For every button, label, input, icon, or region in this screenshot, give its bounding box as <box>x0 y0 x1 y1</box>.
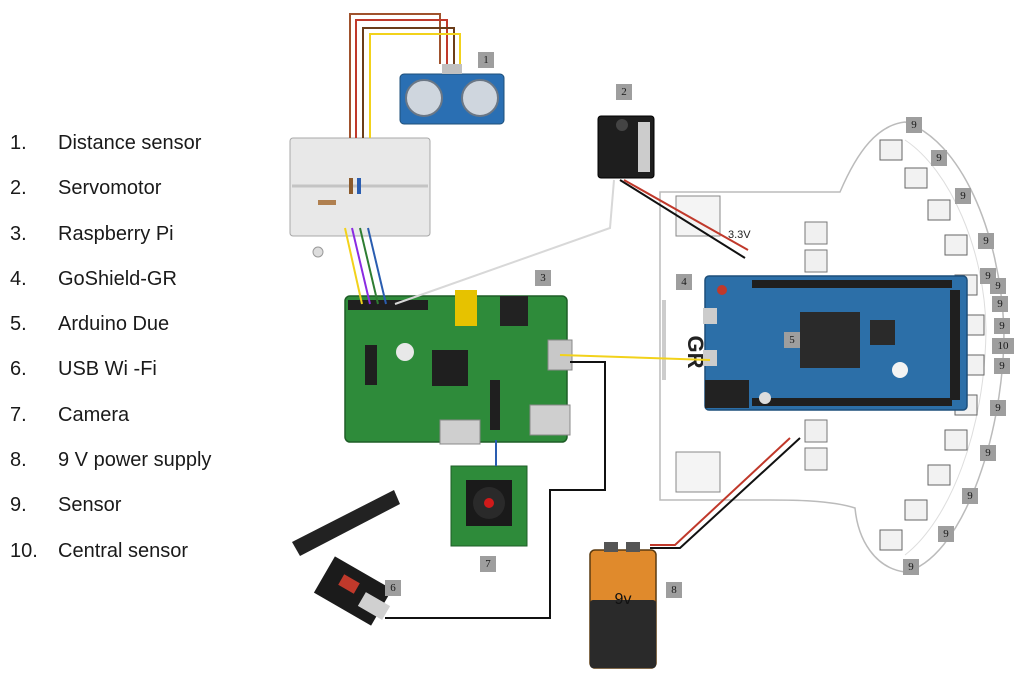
svg-text:7: 7 <box>485 558 491 570</box>
servomotor <box>597 115 655 179</box>
callout-tag: 9 <box>994 318 1010 334</box>
callout-tag: 8 <box>666 582 682 598</box>
svg-text:9: 9 <box>983 235 989 247</box>
svg-text:2: 2 <box>621 86 627 98</box>
usb-wifi-dongle <box>292 490 400 626</box>
legend-label: USB Wi -Fi <box>58 358 157 381</box>
svg-text:4: 4 <box>681 276 687 288</box>
battery-label: 9v <box>615 591 632 608</box>
legend-number: 6. <box>10 358 27 381</box>
legend-number: 9. <box>10 494 27 517</box>
legend-number: 7. <box>10 403 27 426</box>
legend-item: 9. Sensor <box>10 490 250 535</box>
svg-text:9: 9 <box>999 360 1005 372</box>
callout-tag: 3 <box>535 270 551 286</box>
legend-item: 7. Camera <box>10 400 250 445</box>
svg-text:9: 9 <box>999 320 1005 332</box>
svg-text:9: 9 <box>908 561 914 573</box>
breadboard <box>289 137 431 258</box>
legend-label: GoShield-GR <box>58 267 177 290</box>
legend-item: 8. 9 V power supply <box>10 445 250 490</box>
svg-text:9: 9 <box>995 402 1001 414</box>
callout-tag: 9 <box>962 488 978 504</box>
battery-9v: 9v <box>589 542 657 669</box>
legend-label: Central sensor <box>58 539 189 562</box>
svg-text:3: 3 <box>540 272 546 284</box>
callout-tag: 9 <box>931 150 947 166</box>
legend-item: 4. GoShield-GR <box>10 264 250 309</box>
raspberry-pi-board <box>344 290 573 445</box>
legend-label: Arduino Due <box>58 313 170 336</box>
svg-text:9: 9 <box>995 280 1001 292</box>
legend-number: 8. <box>10 449 27 472</box>
legend-label: Distance sensor <box>58 132 202 154</box>
legend-label: Sensor <box>58 494 122 517</box>
camera-module <box>450 465 528 547</box>
legend-item: 10. Central sensor <box>10 536 250 581</box>
callout-tag: 5 <box>784 332 800 348</box>
callout-tag: 9 <box>992 296 1008 312</box>
callout-tag: 1 <box>478 52 494 68</box>
svg-text:8: 8 <box>671 584 677 596</box>
svg-text:6: 6 <box>390 582 396 594</box>
callout-tag: 4 <box>676 274 692 290</box>
legend-label: Raspberry Pi <box>58 222 174 245</box>
callout-tag: 9 <box>903 559 919 575</box>
callout-tag: 2 <box>616 84 632 100</box>
legend-number: 10. <box>10 539 38 562</box>
callout-tag: 6 <box>385 580 401 596</box>
legend-number: 2. <box>10 177 27 200</box>
svg-text:5: 5 <box>789 334 795 346</box>
callout-tag: 9 <box>938 526 954 542</box>
legend-list: 1. Distance sensor 2. Servomotor 3. Raspber… <box>10 128 250 581</box>
legend-number: 4. <box>10 267 27 290</box>
legend-number: 1. <box>10 132 27 154</box>
tag-group: 1 2 3 4 5 6 7 8 9 9 9 9 9 9 9 10 9 9 9 9… <box>385 52 1014 598</box>
callout-tag: 10 <box>992 338 1014 354</box>
legend-label: 9 V power supply <box>58 449 212 472</box>
distance-sensor <box>399 64 505 125</box>
wiring <box>344 13 801 619</box>
legend-item: 5. Arduino Due <box>10 309 250 354</box>
callout-tag: 9 <box>906 117 922 133</box>
legend-number: 5. <box>10 313 27 336</box>
svg-text:9: 9 <box>967 490 973 502</box>
callout-tag: 9 <box>980 445 996 461</box>
svg-text:9: 9 <box>985 270 991 282</box>
svg-text:9: 9 <box>985 447 991 459</box>
legend-item: 6. USB Wi -Fi <box>10 354 250 399</box>
legend-label: Camera <box>58 403 130 426</box>
svg-text:9: 9 <box>911 119 917 131</box>
callout-tag: 9 <box>980 268 996 284</box>
legend-item: 1. Distance sensor <box>10 128 250 173</box>
svg-text:9: 9 <box>936 152 942 164</box>
svg-text:9: 9 <box>960 190 966 202</box>
arduino-due-board <box>703 275 968 411</box>
callout-tag: 9 <box>955 188 971 204</box>
callout-tag: 9 <box>994 358 1010 374</box>
callout-tag: 7 <box>480 556 496 572</box>
legend-item: 3. Raspberry Pi <box>10 219 250 264</box>
svg-text:9: 9 <box>997 298 1003 310</box>
legend-item: 2. Servomotor <box>10 173 250 218</box>
svg-text:10: 10 <box>998 340 1010 352</box>
legend-label: Servomotor <box>58 177 162 200</box>
legend-number: 3. <box>10 222 27 245</box>
voltage-label: 3.3V <box>728 229 751 241</box>
svg-text:9: 9 <box>943 528 949 540</box>
callout-tag: 9 <box>990 400 1006 416</box>
callout-tag: 9 <box>978 233 994 249</box>
svg-text:1: 1 <box>483 54 489 66</box>
